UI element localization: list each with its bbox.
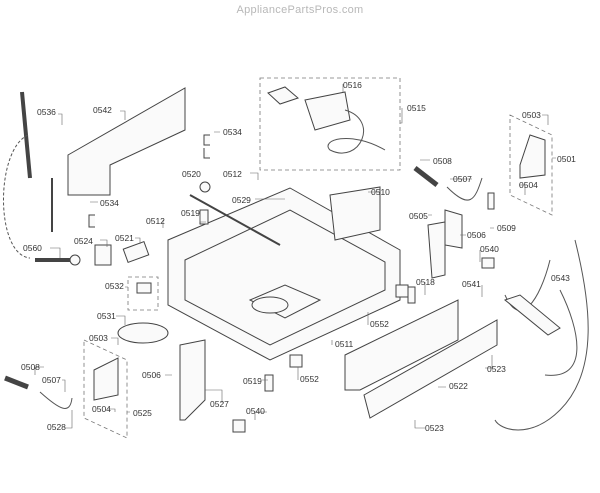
label-0508-b[interactable]: 0508	[21, 362, 40, 372]
part-0508	[413, 166, 439, 187]
label-0516[interactable]: 0516	[343, 80, 362, 90]
label-0527[interactable]: 0527	[210, 399, 229, 409]
label-0506-b[interactable]: 0506	[142, 370, 161, 380]
label-0515[interactable]: 0515	[407, 103, 426, 113]
harness-connector	[503, 294, 561, 336]
screw-0519b	[264, 374, 274, 392]
label-0540[interactable]: 0540	[480, 244, 499, 254]
part-0552b	[289, 354, 303, 368]
harness-0543	[494, 239, 589, 431]
label-0520[interactable]: 0520	[182, 169, 201, 179]
part-0507b	[39, 391, 73, 409]
label-0523[interactable]: 0523	[487, 364, 506, 374]
group-box-0525	[83, 339, 128, 439]
label-0508[interactable]: 0508	[433, 156, 452, 166]
hinge-0501	[519, 134, 546, 179]
panel-0541	[344, 299, 459, 391]
label-0552[interactable]: 0552	[370, 319, 389, 329]
label-0560[interactable]: 0560	[23, 243, 42, 253]
group-box-0532	[127, 276, 159, 311]
label-0534-b[interactable]: 0534	[100, 198, 119, 208]
hinge-0505	[427, 221, 446, 279]
label-0542[interactable]: 0542	[93, 105, 112, 115]
label-0510[interactable]: 0510	[371, 187, 390, 197]
part-0531	[117, 322, 169, 344]
label-0541[interactable]: 0541	[462, 279, 481, 289]
label-0552-b[interactable]: 0552	[300, 374, 319, 384]
label-0503[interactable]: 0503	[522, 110, 541, 120]
label-0507[interactable]: 0507	[453, 174, 472, 184]
label-0521[interactable]: 0521	[115, 233, 134, 243]
label-0524[interactable]: 0524	[74, 236, 93, 246]
label-0534[interactable]: 0534	[223, 127, 242, 137]
clip-0534b	[88, 214, 95, 228]
module-0510	[329, 186, 381, 241]
part-0540b	[232, 419, 246, 433]
pump-cable	[327, 109, 386, 154]
part-0521	[122, 241, 150, 263]
label-0503-b[interactable]: 0503	[89, 333, 108, 343]
watermark: AppliancePartsPros.com	[236, 4, 364, 16]
label-0540-b[interactable]: 0540	[246, 406, 265, 416]
label-0528[interactable]: 0528	[47, 422, 66, 432]
part-0536	[20, 91, 32, 179]
label-0523-b[interactable]: 0523	[425, 423, 444, 433]
label-0536[interactable]: 0536	[37, 107, 56, 117]
label-0512-b[interactable]: 0512	[146, 216, 165, 226]
label-0532[interactable]: 0532	[105, 281, 124, 291]
label-0519[interactable]: 0519	[181, 208, 200, 218]
label-0504[interactable]: 0504	[519, 180, 538, 190]
part-0520	[199, 181, 211, 193]
label-0506[interactable]: 0506	[467, 230, 486, 240]
label-0522[interactable]: 0522	[449, 381, 468, 391]
panel-0542	[67, 87, 186, 196]
panel-0522	[363, 319, 498, 419]
pump-0516	[304, 91, 351, 131]
label-0529[interactable]: 0529	[232, 195, 251, 205]
hinge-0525	[93, 357, 119, 401]
group-box-0515	[259, 77, 401, 171]
label-0504-b[interactable]: 0504	[92, 404, 111, 414]
label-0525[interactable]: 0525	[133, 408, 152, 418]
screw-0518	[407, 286, 416, 304]
part-0532	[136, 282, 152, 294]
label-0507-b[interactable]: 0507	[42, 375, 61, 385]
label-0512[interactable]: 0512	[223, 169, 242, 179]
part-0524	[94, 244, 112, 266]
label-0501[interactable]: 0501	[557, 154, 576, 164]
label-0505[interactable]: 0505	[409, 211, 428, 221]
label-0519-b[interactable]: 0519	[243, 376, 262, 386]
pump-gasket	[267, 86, 300, 105]
label-0518[interactable]: 0518	[416, 277, 435, 287]
part-0552	[395, 284, 409, 298]
label-0543[interactable]: 0543	[551, 273, 570, 283]
bracket-0506	[444, 209, 463, 249]
part-0508b	[4, 375, 29, 390]
hinge-0527	[179, 339, 206, 421]
label-0509[interactable]: 0509	[497, 223, 516, 233]
part-0540	[481, 257, 495, 269]
part-0509	[487, 192, 495, 210]
rod-0529	[189, 194, 281, 246]
label-0531[interactable]: 0531	[97, 311, 116, 321]
clip-0534	[203, 134, 210, 159]
part-0507	[446, 177, 483, 201]
label-0511[interactable]: 0511	[335, 339, 354, 349]
group-box-0501	[509, 114, 553, 216]
